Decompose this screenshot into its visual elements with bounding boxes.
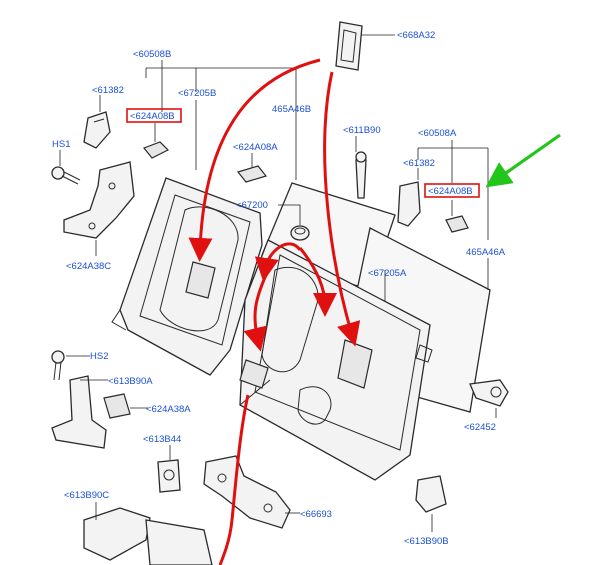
grommet-67200: [290, 225, 310, 241]
cover-624A08B-right: [445, 215, 469, 233]
label-613B90B: <613B90B: [404, 536, 449, 547]
label-624A08B-right: <624A08B: [428, 186, 473, 197]
bracket-613B90A: [51, 375, 107, 449]
headrest-guide-668A32: [335, 21, 363, 71]
label-611B90: <611B90: [343, 125, 381, 136]
label-61382-left: <61382: [92, 85, 124, 96]
label-624A08B-left: <624A08B: [130, 111, 175, 122]
label-61382-right: <61382: [403, 158, 435, 169]
latch-613B90B: [415, 475, 447, 513]
label-hs2: HS2: [90, 351, 108, 362]
cover-624A08A: [236, 165, 268, 183]
bolt-hs2: [51, 350, 65, 381]
callout-labels: <668A32 <60508B <61382 <624A08B <67205B …: [52, 30, 506, 547]
bracket-66693: [203, 455, 291, 529]
seat-back-frame-left: [111, 177, 263, 376]
label-465A46B: 465A46B: [272, 104, 311, 115]
green-arrow: [485, 133, 561, 188]
label-624A38C: <624A38C: [66, 261, 111, 272]
label-465A46A: 465A46A: [466, 247, 506, 258]
striker-62452: [469, 379, 509, 407]
cover-624A08B-left: [143, 141, 170, 159]
label-67205A: <67205A: [368, 268, 407, 279]
bracket-613B90C: [83, 507, 213, 565]
label-62452: <62452: [464, 422, 496, 433]
clip-624A38A: [103, 393, 131, 419]
label-hs1: HS1: [52, 139, 70, 150]
label-67200: <67200: [236, 200, 268, 211]
label-60508A: <60508A: [418, 128, 457, 139]
highlight-624A08B-left: [126, 108, 182, 123]
bolt-hs1: [51, 166, 81, 185]
leader-lines: [59, 34, 497, 532]
pin-611B90: [355, 151, 367, 199]
label-668A32: <668A32: [397, 30, 435, 41]
label-613B44: <613B44: [143, 434, 181, 445]
label-624A08A: <624A08A: [233, 142, 278, 153]
label-613B90A: <613B90A: [108, 376, 153, 387]
label-60508B: <60508B: [133, 49, 171, 60]
label-66693: <66693: [300, 509, 332, 520]
label-613B90C: <613B90C: [64, 490, 109, 501]
label-67205B: <67205B: [178, 88, 216, 99]
latch-61382-left: [83, 111, 111, 149]
sensor-613B44: [157, 459, 181, 493]
highlight-624A08B-right: [424, 183, 480, 198]
bracket-624A38C: [63, 161, 135, 239]
latch-61382-right: [397, 181, 421, 227]
label-624A38A: <624A38A: [146, 404, 191, 415]
red-arrows: [188, 58, 361, 565]
